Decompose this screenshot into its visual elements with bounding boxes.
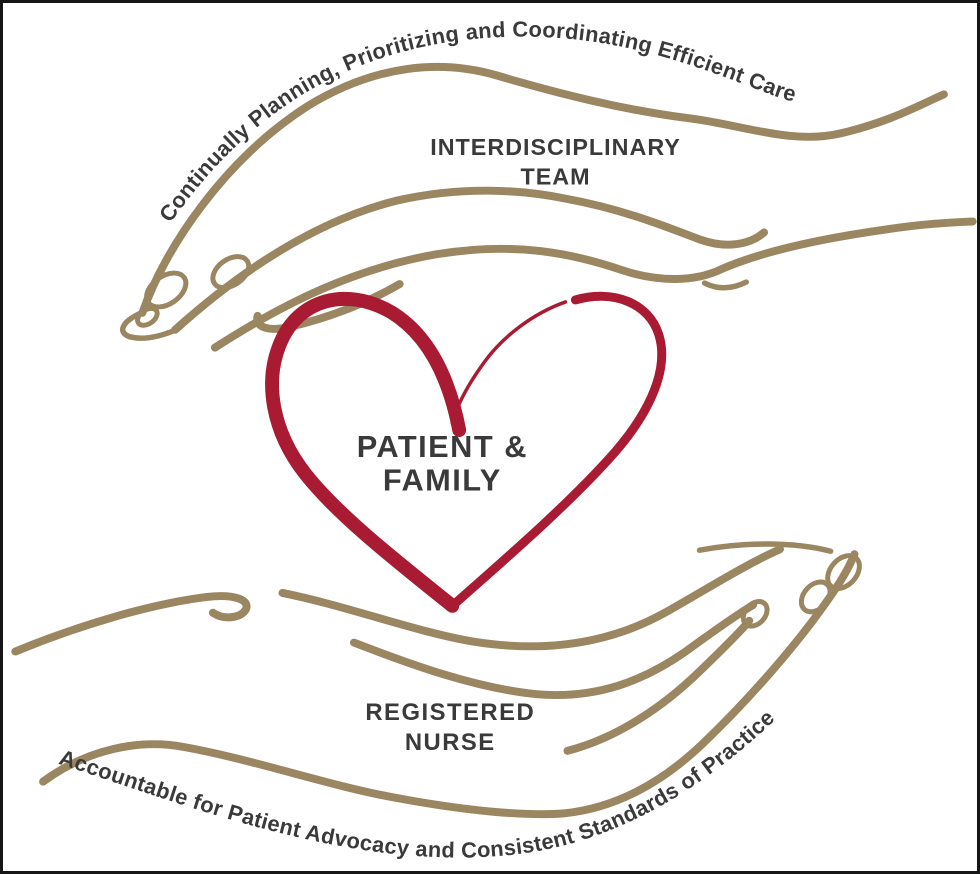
top-hand-nail-icon: [135, 305, 160, 328]
bottom-hand-nail-icon: [740, 599, 770, 629]
registered-nurse-label-line1: REGISTERED: [365, 699, 535, 726]
heart-icon: [265, 291, 667, 613]
bottom-hand-nail-icon: [798, 579, 833, 615]
top-hand-pinky-barb: [701, 279, 749, 291]
interdisciplinary-team-label-line2: TEAM: [521, 164, 591, 190]
registered-nurse-label-line2: NURSE: [405, 729, 496, 756]
top-hand-upper-contour: [138, 62, 948, 317]
patient-family-label-line1: PATIENT &: [357, 429, 528, 464]
interdisciplinary-team-label-line1: INTERDISCIPLINARY: [430, 134, 681, 160]
top-hand-nail-icon: [144, 270, 189, 310]
top-hand-finger-line: [171, 186, 769, 334]
heart-inner-swoosh: [450, 300, 568, 425]
patient-family-label-line2: FAMILY: [383, 463, 502, 498]
bottom-hand-finger-edge: [696, 541, 834, 554]
bottom-hand-inner-edge: [563, 616, 754, 755]
heart-left-lobe: [265, 292, 467, 613]
bottom-hand-palm-top-line: [278, 545, 784, 651]
bottom-hand-outer-contour: [39, 550, 859, 819]
top-hand-fingertip: [120, 309, 179, 341]
bottom-hand-thumb-line: [11, 592, 251, 656]
heart-right-lobe: [447, 291, 667, 611]
top-hand-palm-wrist-line: [210, 217, 977, 352]
bottom-hand-mid-palm-line: [349, 600, 758, 699]
top-hand-nail-icon: [210, 254, 252, 291]
hands-heart-diagram: Continually Planning, Prioritizing and C…: [11, 17, 977, 863]
bottom-hand-icon: [11, 541, 862, 819]
